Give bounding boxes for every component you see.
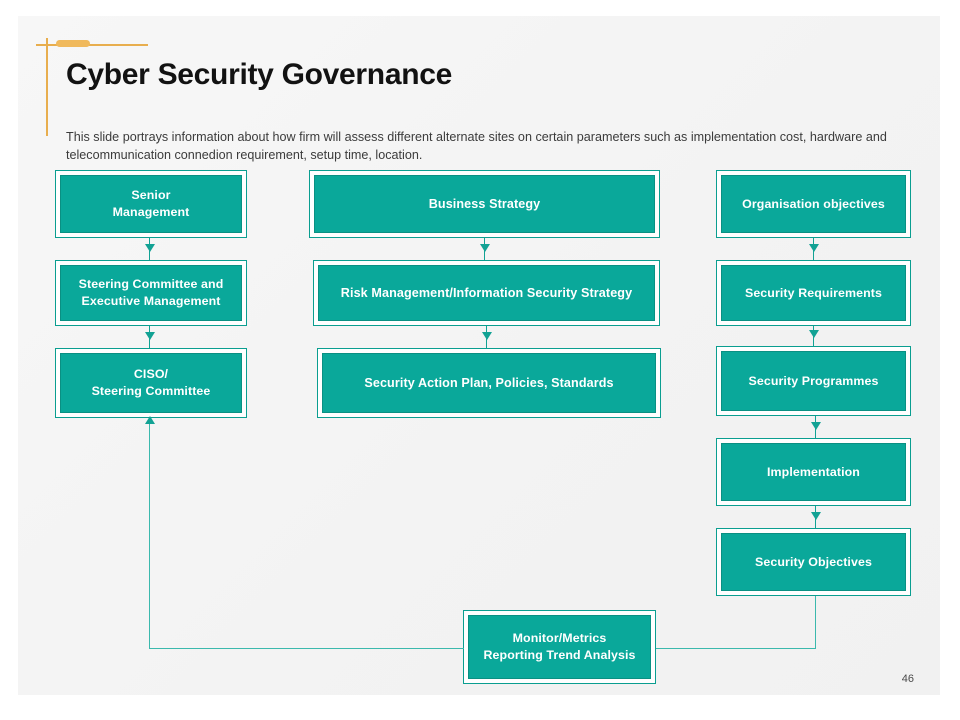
connector-objectives-to-monitor [656,648,816,650]
node-fill: Organisation objectives [721,175,906,233]
node-fill: Monitor/Metrics Reporting Trend Analysis [468,615,651,679]
node-label: Business Strategy [428,196,541,211]
node-label: Senior Management [112,188,190,219]
arrow-programmes-to-implementation-icon [811,422,821,430]
node-label: Monitor/Metrics Reporting Trend Analysis [483,631,636,662]
page-number: 46 [901,673,914,685]
decorative-dash-icon [56,40,90,47]
decorative-vertical-line [46,38,48,136]
node-label: Security Programmes [748,373,879,388]
decorative-horizontal-line [36,44,148,46]
connector-monitor-to-ciso-vertical [149,420,151,649]
arrow-requirements-to-programmes-icon [809,330,819,338]
arrow-business-to-risk-icon [480,244,490,252]
node-fill: Senior Management [60,175,242,233]
node-fill: Security Requirements [721,265,906,321]
node-fill: Security Action Plan, Policies, Standard… [322,353,656,413]
node-label: Security Requirements [744,285,883,300]
node-label: Organisation objectives [742,196,885,211]
arrow-steering-to-ciso-icon [145,332,155,340]
node-label: Security Action Plan, Policies, Standard… [364,375,614,390]
connector-objectives-down [815,596,817,649]
node-security-action-plan-policies-standards[interactable]: Security Action Plan, Policies, Standard… [317,348,661,418]
node-security-requirements[interactable]: Security Requirements [716,260,911,326]
node-label: CISO/ Steering Committee [91,367,211,398]
node-label: Risk Management/Information Security Str… [340,285,633,300]
node-implementation[interactable]: Implementation [716,438,911,506]
node-steering-committee-executive-management[interactable]: Steering Committee and Executive Managem… [55,260,247,326]
node-fill: Risk Management/Information Security Str… [318,265,655,321]
node-label: Security Objectives [755,554,872,569]
arrow-organisation-to-requirements-icon [809,244,819,252]
node-risk-management-information-security-strategy[interactable]: Risk Management/Information Security Str… [313,260,660,326]
node-fill: Business Strategy [314,175,655,233]
node-senior-management[interactable]: Senior Management [55,170,247,238]
node-ciso-steering-committee[interactable]: CISO/ Steering Committee [55,348,247,418]
connector-monitor-to-ciso-horizontal [149,648,464,650]
node-security-objectives[interactable]: Security Objectives [716,528,911,596]
node-business-strategy[interactable]: Business Strategy [309,170,660,238]
slide-canvas: Cyber Security Governance This slide por… [18,16,940,695]
arrow-senior-to-steering-icon [145,244,155,252]
node-security-programmes[interactable]: Security Programmes [716,346,911,416]
node-fill: Steering Committee and Executive Managem… [60,265,242,321]
arrow-implementation-to-objectives-icon [811,512,821,520]
node-monitor-metrics[interactable]: Monitor/Metrics Reporting Trend Analysis [463,610,656,684]
node-label: Implementation [767,464,860,479]
node-organisation-objectives[interactable]: Organisation objectives [716,170,911,238]
page-title: Cyber Security Governance [66,58,453,91]
node-fill: Security Objectives [721,533,906,591]
node-fill: CISO/ Steering Committee [60,353,242,413]
arrow-risk-to-action-plan-icon [482,332,492,340]
arrow-monitor-to-ciso-icon [145,416,155,424]
node-label: Steering Committee and Executive Managem… [78,277,224,308]
page-subtitle: This slide portrays information about ho… [66,130,887,162]
node-fill: Security Programmes [721,351,906,411]
node-fill: Implementation [721,443,906,501]
